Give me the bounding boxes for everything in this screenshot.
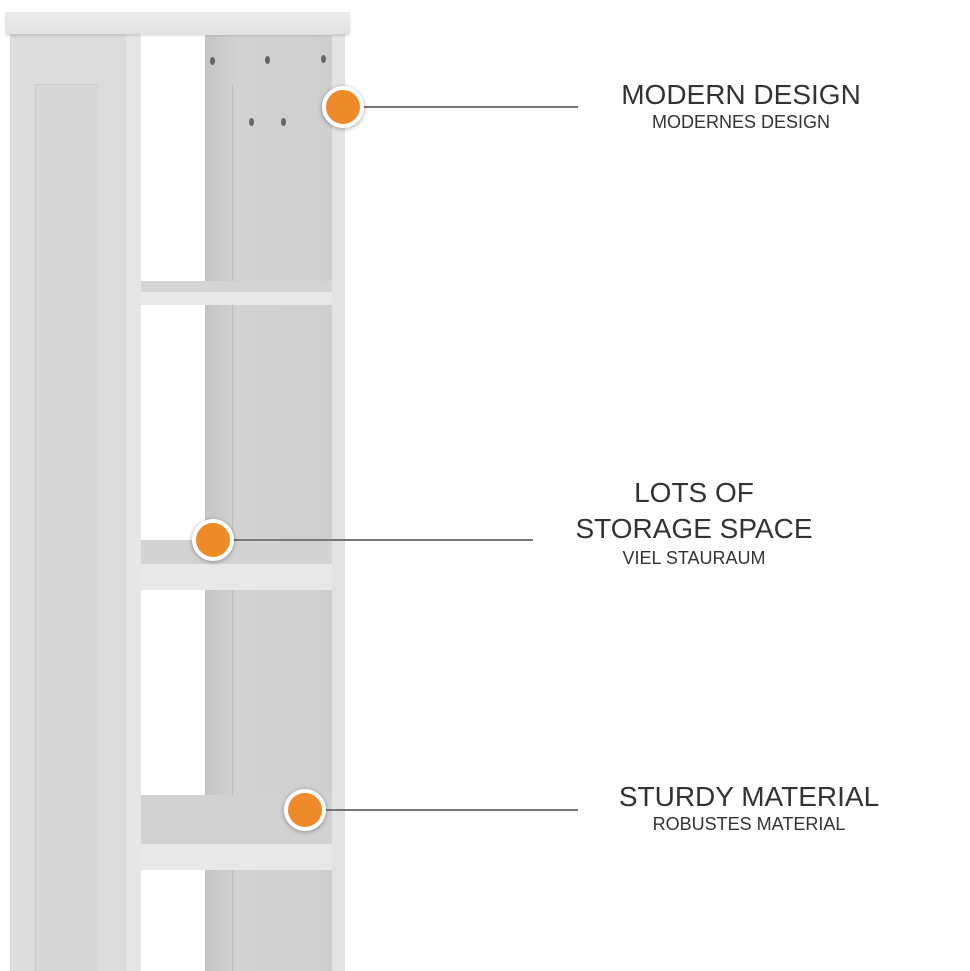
callout-title: LOTS OF <box>634 477 754 508</box>
callout-sturdy-material: STURDY MATERIAL ROBUSTES MATERIAL <box>619 781 879 835</box>
top-slab <box>5 12 350 34</box>
callout-dot-storage-space <box>192 519 234 561</box>
callout-title: STURDY MATERIAL <box>618 781 880 812</box>
shelf-2-top <box>141 540 332 565</box>
shelf-1-top <box>141 281 332 293</box>
peg-hole <box>210 57 215 65</box>
peg-hole <box>321 55 326 63</box>
peg-hole <box>281 118 286 126</box>
shelf-3-front <box>141 844 332 870</box>
back-wall-panel-line <box>232 85 233 971</box>
callout-subtitle: MODERNES DESIGN <box>651 112 831 132</box>
callout-title: MODERN DESIGN <box>621 79 861 110</box>
peg-hole <box>249 118 254 126</box>
callout-line-modern-design <box>362 106 578 108</box>
shelf-1-front <box>141 292 332 305</box>
right-front-edge <box>332 33 345 971</box>
left-side-inset-panel <box>35 84 98 971</box>
callout-subtitle: ROBUSTES MATERIAL <box>652 814 846 834</box>
left-front-edge <box>126 30 141 971</box>
callout-modern-design: MODERN DESIGN MODERNES DESIGN <box>621 79 861 133</box>
shelf-2-front <box>141 564 332 590</box>
callout-dot-sturdy-material <box>284 789 326 831</box>
callout-title: STORAGE SPACE <box>575 513 813 544</box>
peg-hole <box>265 56 270 64</box>
callout-storage-space: LOTS OF STORAGE SPACE VIEL STAURAUM <box>575 475 812 569</box>
callout-dot-modern-design <box>322 86 364 128</box>
callout-line-storage-space <box>232 539 533 541</box>
callout-subtitle: VIEL STAURAUM <box>622 548 766 568</box>
callout-line-sturdy-material <box>324 809 578 811</box>
